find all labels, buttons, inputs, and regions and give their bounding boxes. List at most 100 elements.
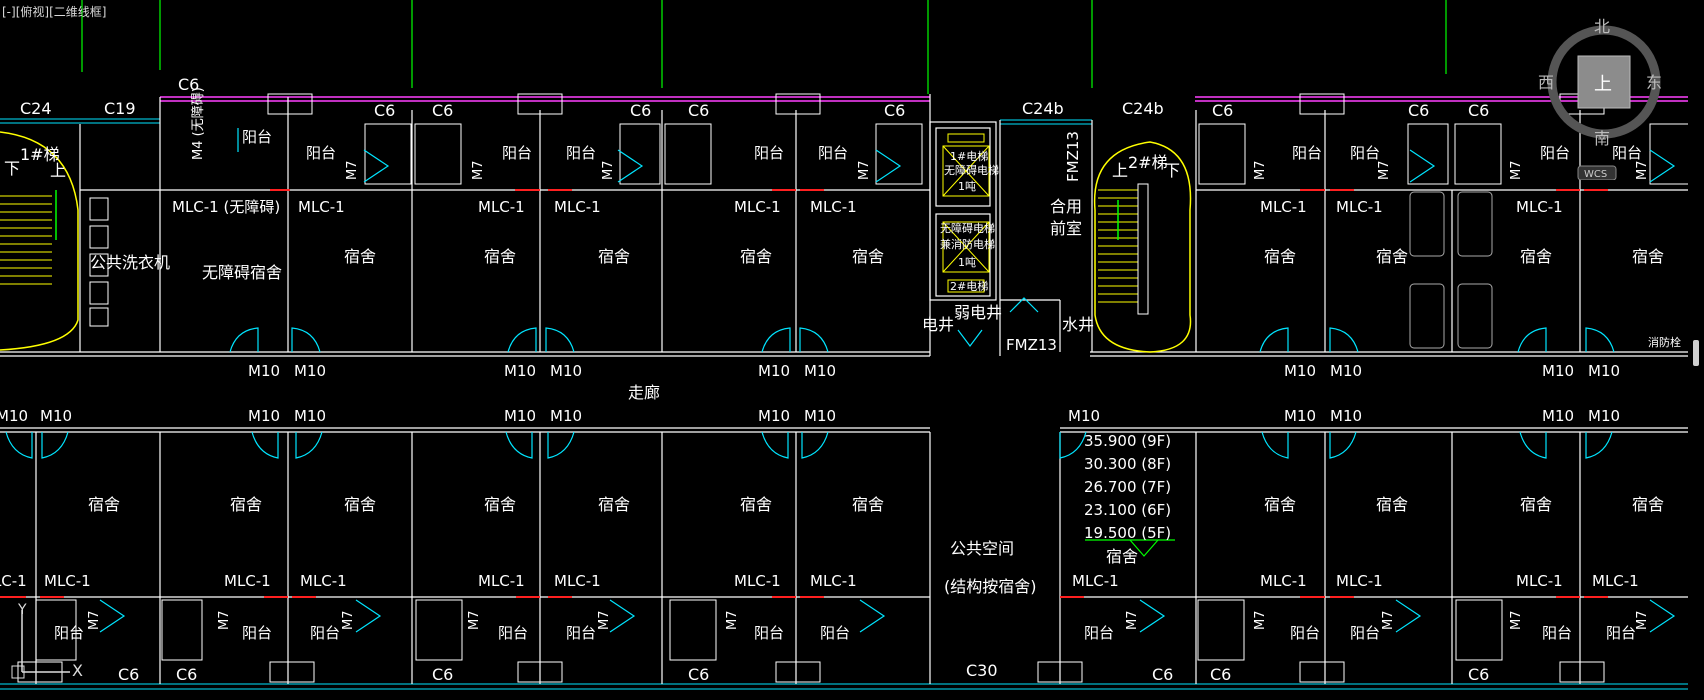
window-labels: C24 C19 C6 C6 C6 C6 C6 C6 C24b C24b C6 C… bbox=[20, 75, 1489, 684]
level-entry: 26.700 (7F) bbox=[1084, 478, 1171, 496]
viewcube-face[interactable] bbox=[1577, 55, 1631, 109]
room-label: 无障碍宿舍 bbox=[202, 263, 282, 282]
window-tag: C6 bbox=[1468, 665, 1489, 684]
door-tag: M7 bbox=[217, 611, 232, 631]
room-label: 阳台 bbox=[242, 624, 272, 642]
bathrooms-top bbox=[35, 123, 1691, 661]
window-tag: C6 bbox=[176, 665, 197, 684]
door-tag: M10 bbox=[758, 407, 790, 425]
door-tag: M7 bbox=[857, 161, 872, 181]
column-markers bbox=[17, 93, 1605, 683]
room-label: 电井 bbox=[922, 315, 954, 334]
room-label: 宿舍 bbox=[1520, 495, 1552, 514]
door-tag: MLC-1 bbox=[1260, 198, 1307, 216]
compass-ring[interactable] bbox=[1547, 25, 1661, 139]
door-tag: M10 bbox=[1588, 407, 1620, 425]
door-tag: M10 bbox=[804, 362, 836, 380]
rotated-door-labels: M4 (无障碍) FMZ13 M7 M7 M7 M7 M7 M7 M7 M7 M… bbox=[87, 87, 1650, 630]
room-label: 上 bbox=[1112, 161, 1128, 180]
door-tag: M7 bbox=[1635, 161, 1650, 181]
room-label: 宿舍 bbox=[1106, 547, 1138, 566]
door-tag: MLC-1 bbox=[1516, 572, 1563, 590]
wcs-menu[interactable] bbox=[1577, 165, 1617, 180]
door-tag: M10 bbox=[1068, 407, 1100, 425]
viewport-menu-button[interactable]: [-] bbox=[2, 5, 16, 19]
room-label: 上 bbox=[50, 161, 66, 180]
door-tag: M10 bbox=[758, 362, 790, 380]
room-label: (结构按宿舍) bbox=[944, 577, 1037, 596]
room-label: 阳台 bbox=[566, 144, 596, 162]
view-name-button[interactable]: [俯视] bbox=[15, 5, 50, 19]
balcony-labels: 阳台 阳台 阳台 阳台 阳台 阳台 阳台 阳台 阳台 阳台 阳台 阳台 阳台 阳… bbox=[54, 128, 1642, 642]
window-tag: C6 bbox=[178, 75, 199, 94]
door-tag: M7 bbox=[1125, 611, 1140, 631]
window-tag: C24b bbox=[1022, 99, 1064, 118]
room-label: 阳台 bbox=[1612, 144, 1642, 162]
doors bbox=[5, 128, 1676, 633]
sliding-door-marks bbox=[0, 189, 1608, 598]
window-tag: C6 bbox=[688, 665, 709, 684]
door-tag: M10 bbox=[1588, 362, 1620, 380]
room-label: 阳台 bbox=[306, 144, 336, 162]
room-label: 前室 bbox=[1050, 219, 1082, 238]
room-label: 公共洗衣机 bbox=[90, 253, 170, 272]
door-tag: M10 bbox=[294, 407, 326, 425]
door-tag: M7 bbox=[1635, 611, 1650, 631]
door-tag: M7 bbox=[1381, 611, 1396, 631]
door-tag: M7 bbox=[341, 611, 356, 631]
door-tag: M10 bbox=[1284, 362, 1316, 380]
compass-west[interactable]: 西 bbox=[1538, 73, 1554, 92]
stair-2 bbox=[1093, 141, 1192, 353]
viewcube[interactable]: 上 北 南 东 西 WCS bbox=[1538, 10, 1688, 180]
door-tag: FMZ13 bbox=[1006, 336, 1057, 354]
room-label: 宿舍 bbox=[344, 495, 376, 514]
room-label: 宿舍 bbox=[1264, 495, 1296, 514]
door-tag: M7 bbox=[87, 611, 102, 631]
room-label: 阳台 bbox=[820, 624, 850, 642]
window-tag: C6 bbox=[1152, 665, 1173, 684]
level-mark-symbol bbox=[1085, 539, 1175, 557]
door-tag: M10 bbox=[1330, 362, 1362, 380]
room-label: 宿舍 bbox=[598, 247, 630, 266]
window-tag: C6 bbox=[432, 101, 453, 120]
door-tag: M7 bbox=[601, 161, 616, 181]
door-tag: M7 bbox=[471, 161, 486, 181]
door-tag: MLC-1 bbox=[1072, 572, 1119, 590]
compass-south[interactable]: 南 bbox=[1594, 129, 1610, 148]
door-tag: MLC-1 bbox=[1260, 572, 1307, 590]
room-label: 下 bbox=[4, 159, 20, 178]
door-labels: M10 M10 M10 M10 M10 M10 M10 M10 M10 M10 … bbox=[0, 198, 1639, 590]
window-tag: C6 bbox=[884, 101, 905, 120]
door-tag: M7 bbox=[725, 611, 740, 631]
room-label: 宿舍 bbox=[598, 495, 630, 514]
room-label: 阳台 bbox=[498, 624, 528, 642]
room-label: 阳台 bbox=[566, 624, 596, 642]
room-label: 公共空间 bbox=[950, 539, 1014, 558]
window-tag: C6 bbox=[118, 665, 139, 684]
window-tag: C6 bbox=[432, 665, 453, 684]
level-entry: 35.900 (9F) bbox=[1084, 432, 1171, 450]
ucs-y-label: Y bbox=[17, 602, 27, 618]
door-tag: M10 bbox=[1284, 407, 1316, 425]
door-tag: MLC-1 bbox=[734, 198, 781, 216]
compass-east[interactable]: 东 bbox=[1646, 73, 1662, 92]
door-tag: M10 bbox=[248, 407, 280, 425]
door-tag: MLC-1 bbox=[298, 198, 345, 216]
door-tag: MLC-1 bbox=[554, 198, 601, 216]
door-tag: M7 bbox=[1377, 161, 1392, 181]
compass-north[interactable]: 北 bbox=[1594, 17, 1610, 36]
room-label: 宿舍 bbox=[88, 495, 120, 514]
door-tag: M10 bbox=[0, 407, 28, 425]
room-label: 阳台 bbox=[1350, 144, 1380, 162]
elevators bbox=[942, 133, 990, 293]
visual-style-button[interactable]: [二维线框] bbox=[49, 5, 107, 19]
room-label: 1#梯 bbox=[20, 145, 60, 164]
level-entry: 30.300 (8F) bbox=[1084, 455, 1171, 473]
vertical-scrollbar[interactable] bbox=[1688, 0, 1704, 696]
room-label: 走廊 bbox=[628, 383, 660, 402]
room-label: 阳台 bbox=[1606, 624, 1636, 642]
room-label: 下 bbox=[1164, 161, 1180, 180]
scrollbar-thumb[interactable] bbox=[1693, 340, 1699, 366]
